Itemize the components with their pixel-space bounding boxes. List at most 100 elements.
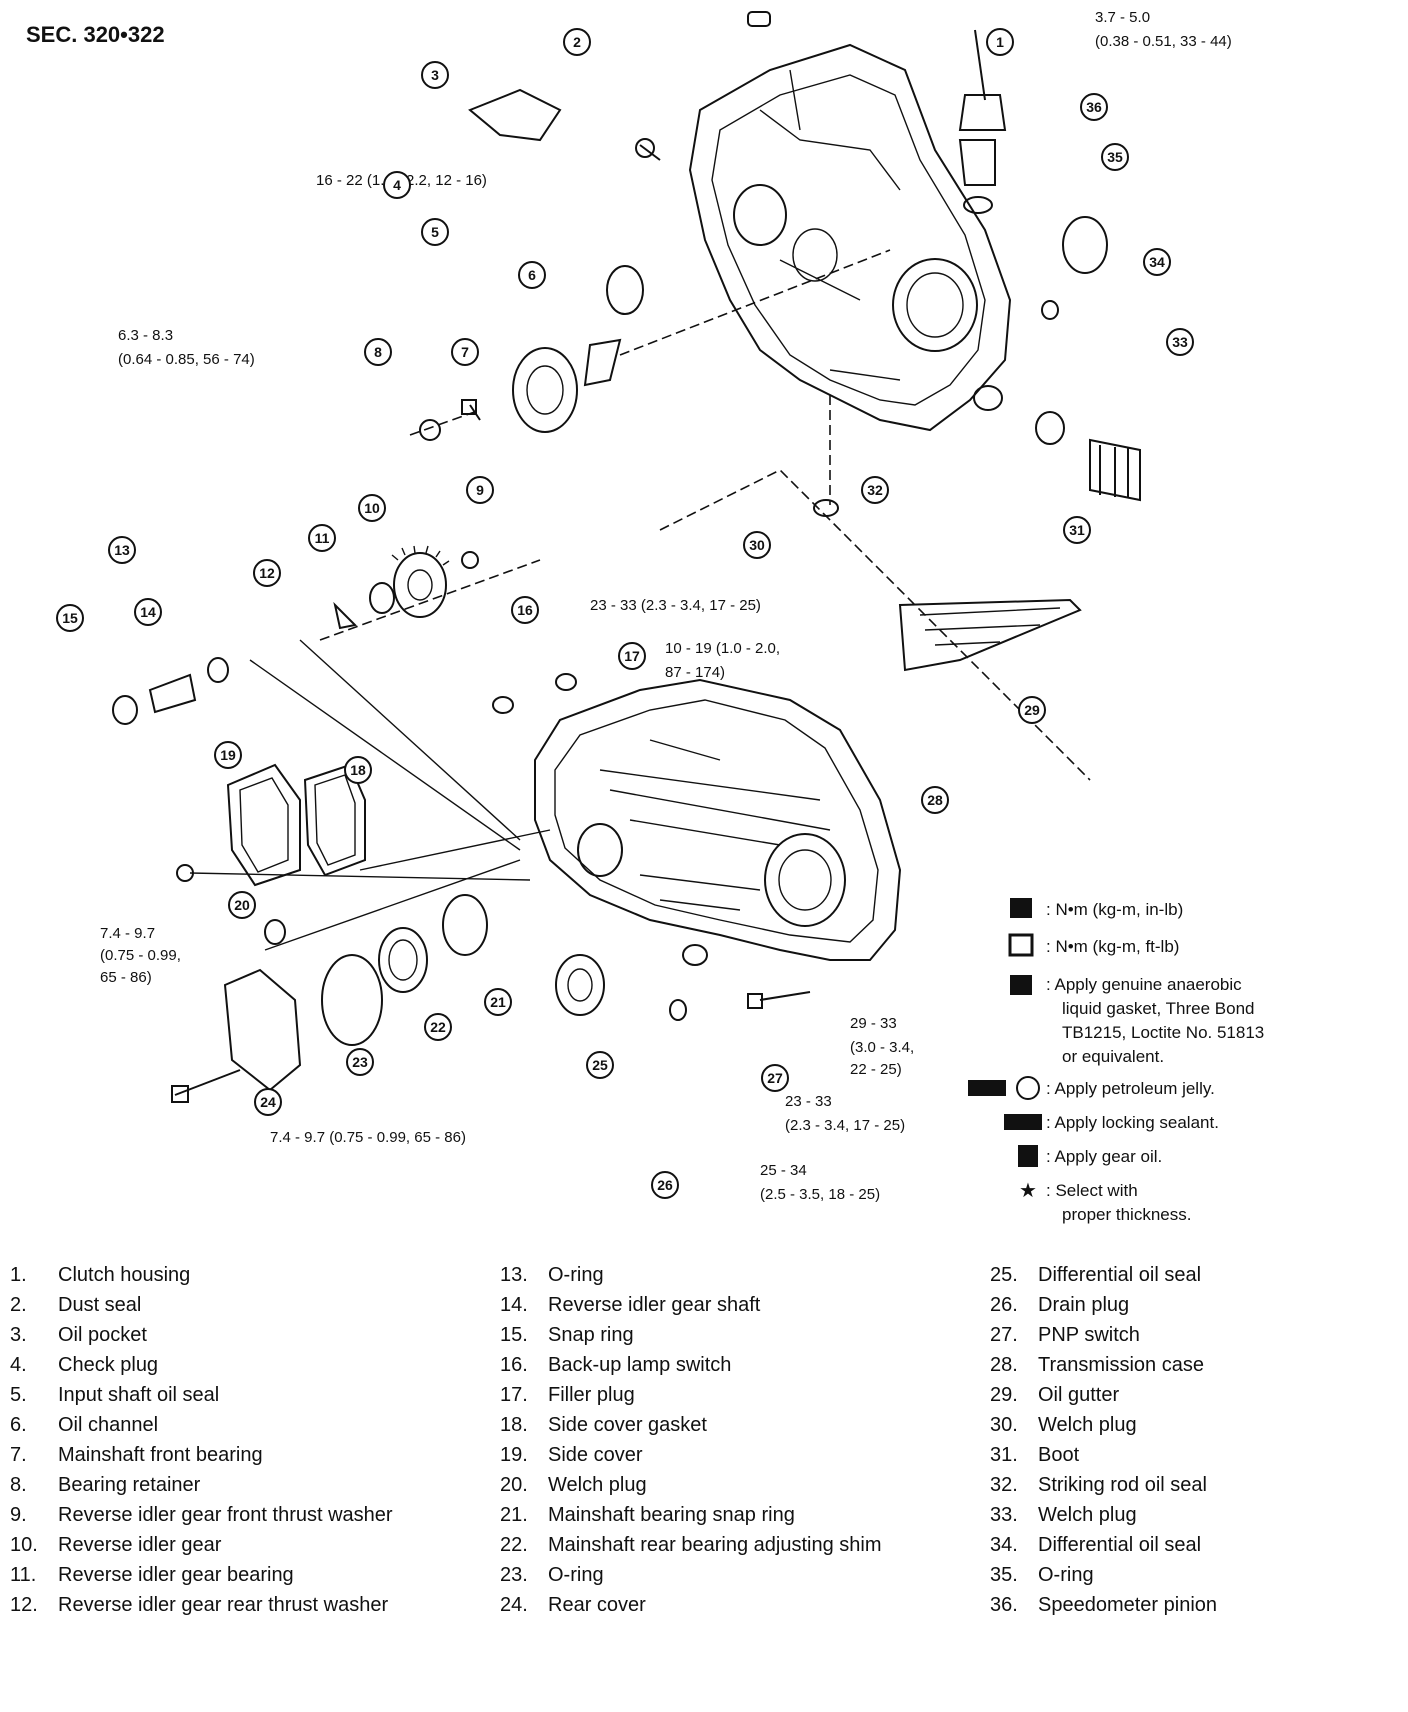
part-number: 36. [990, 1594, 1018, 1616]
parts-list-item: 35.O-ring [990, 1560, 1390, 1590]
differential-oil-seal-lower-shape [555, 954, 605, 1016]
part-number: 2. [10, 1294, 27, 1316]
part-label: Reverse idler gear front thrust washer [58, 1504, 393, 1526]
part-label: Mainshaft front bearing [58, 1444, 263, 1466]
callout-number: 26 [657, 1177, 673, 1193]
parts-list-item: 4.Check plug [10, 1350, 450, 1380]
callout-number: 30 [749, 537, 765, 553]
part-number: 20. [500, 1474, 528, 1496]
part-number: 21. [500, 1504, 528, 1526]
legend-gear-oil: : Apply gear oil. [1046, 1147, 1162, 1166]
callout-badge: 26 [651, 1171, 679, 1199]
part-label: Back-up lamp switch [548, 1354, 732, 1376]
legend-gasket-line2: liquid gasket, Three Bond [1062, 999, 1254, 1018]
speedometer-pinion-shape [958, 94, 1007, 131]
callout-badge: 6 [518, 261, 546, 289]
part-number: 15. [500, 1324, 528, 1346]
part-label: Input shaft oil seal [58, 1384, 220, 1406]
parts-list-item: 25.Differential oil seal [990, 1260, 1390, 1290]
torque-8-line1: 6.3 - 8.3 [118, 327, 173, 344]
part-number: 19. [500, 1444, 528, 1466]
callout-number: 24 [260, 1094, 276, 1110]
callout-number: 14 [140, 604, 156, 620]
parts-list-item: 3.Oil pocket [10, 1320, 450, 1350]
part-number: 12. [10, 1594, 38, 1616]
part-label: Side cover gasket [548, 1414, 707, 1436]
parts-list-item: 29.Oil gutter [990, 1380, 1390, 1410]
part-number: 4. [10, 1354, 27, 1376]
callout-number: 25 [592, 1057, 608, 1073]
gear-oil-icon [1018, 1145, 1038, 1167]
part-label: Welch plug [548, 1474, 647, 1496]
parts-list-item: 20. Welch plug [500, 1470, 940, 1500]
differential-oil-seal-top-shape [1062, 216, 1108, 274]
torque-17-line2: 87 - 174) [665, 664, 725, 681]
torque-27-line1: 23 - 33 [785, 1093, 832, 1110]
callout-number: 1 [996, 34, 1004, 50]
idler-gear-group [112, 545, 541, 851]
part-number: 10. [10, 1534, 38, 1556]
part-label: Reverse idler gear bearing [58, 1564, 294, 1586]
parts-list-item: 8.Bearing retainer [10, 1470, 450, 1500]
upper-hardware [419, 11, 1141, 517]
part-label: Oil channel [58, 1414, 159, 1436]
callout-badge: 3 [421, 61, 449, 89]
legend-gasket-line3: TB1215, Loctite No. 51813 [1062, 1023, 1264, 1042]
parts-list-item: 7.Mainshaft front bearing [10, 1440, 450, 1470]
callout-number: 3 [431, 67, 439, 83]
callout-badge: 7 [451, 338, 479, 366]
locking-sealant-icon [968, 1080, 1006, 1096]
parts-list-item: 26.Drain plug [990, 1290, 1390, 1320]
part-number: 25. [990, 1264, 1018, 1286]
star-icon: ★ [1019, 1180, 1037, 1202]
parts-list-item: 15.Snap ring [500, 1320, 940, 1350]
oil-pocket-shape [468, 88, 562, 142]
part-label: Clutch housing [58, 1264, 191, 1286]
part-label: Side cover [548, 1444, 643, 1466]
part-label: Reverse idler gear rear thrust washer [58, 1594, 389, 1616]
part-number: 27. [990, 1324, 1018, 1346]
part-number: 18. [500, 1414, 528, 1436]
part-label: Reverse idler gear shaft [548, 1294, 761, 1316]
callout-number: 4 [393, 177, 401, 193]
callout-number: 7 [461, 344, 469, 360]
callout-number: 9 [476, 482, 484, 498]
torque-24: 7.4 - 9.7 (0.75 - 0.99, 65 - 86) [270, 1129, 466, 1146]
callout-badge: 35 [1101, 143, 1129, 171]
rear-oring-shape [321, 954, 383, 1046]
reverse-idler-gear-shape [393, 552, 447, 618]
part-label: O-ring [1038, 1564, 1094, 1586]
callout-badge: 18 [344, 756, 372, 784]
legend-gasket-line4: or equivalent. [1062, 1047, 1164, 1066]
petroleum-jelly-icon [1016, 1076, 1040, 1100]
parts-list-item: 32.Striking rod oil seal [990, 1470, 1390, 1500]
section-label: SEC. 320•322 [26, 22, 165, 47]
part-label: Mainshaft bearing snap ring [548, 1504, 795, 1526]
callout-number: 35 [1107, 149, 1123, 165]
callout-badge: 31 [1063, 516, 1091, 544]
legend-gasket-line1: : Apply genuine anaerobic [1046, 975, 1242, 994]
lower-hardware [171, 763, 605, 1103]
legend-petroleum-jelly: : Apply petroleum jelly. [1046, 1079, 1215, 1098]
oil-gutter-shape [898, 598, 1082, 672]
callout-number: 34 [1149, 254, 1165, 270]
parts-list-item: 5.Input shaft oil seal [10, 1380, 450, 1410]
part-label: Drain plug [1038, 1294, 1130, 1316]
legend-select-line1: : Select with [1046, 1181, 1138, 1200]
callout-number: 27 [767, 1070, 783, 1086]
part-label: Speedometer pinion [1038, 1594, 1218, 1616]
callout-badge: 4 [383, 171, 411, 199]
boot-shape [1089, 438, 1141, 502]
callout-number: 11 [315, 530, 330, 546]
part-label: Filler plug [548, 1384, 635, 1406]
callout-number: 6 [528, 267, 536, 283]
callout-badge: 30 [743, 531, 771, 559]
part-label: Dust seal [58, 1294, 142, 1316]
callout-number: 5 [431, 224, 439, 240]
part-number: 6. [10, 1414, 27, 1436]
callout-number: 10 [364, 500, 380, 516]
parts-list-item: 11.Reverse idler gear bearing [10, 1560, 450, 1590]
torque-ft-lb-icon [1008, 933, 1034, 957]
